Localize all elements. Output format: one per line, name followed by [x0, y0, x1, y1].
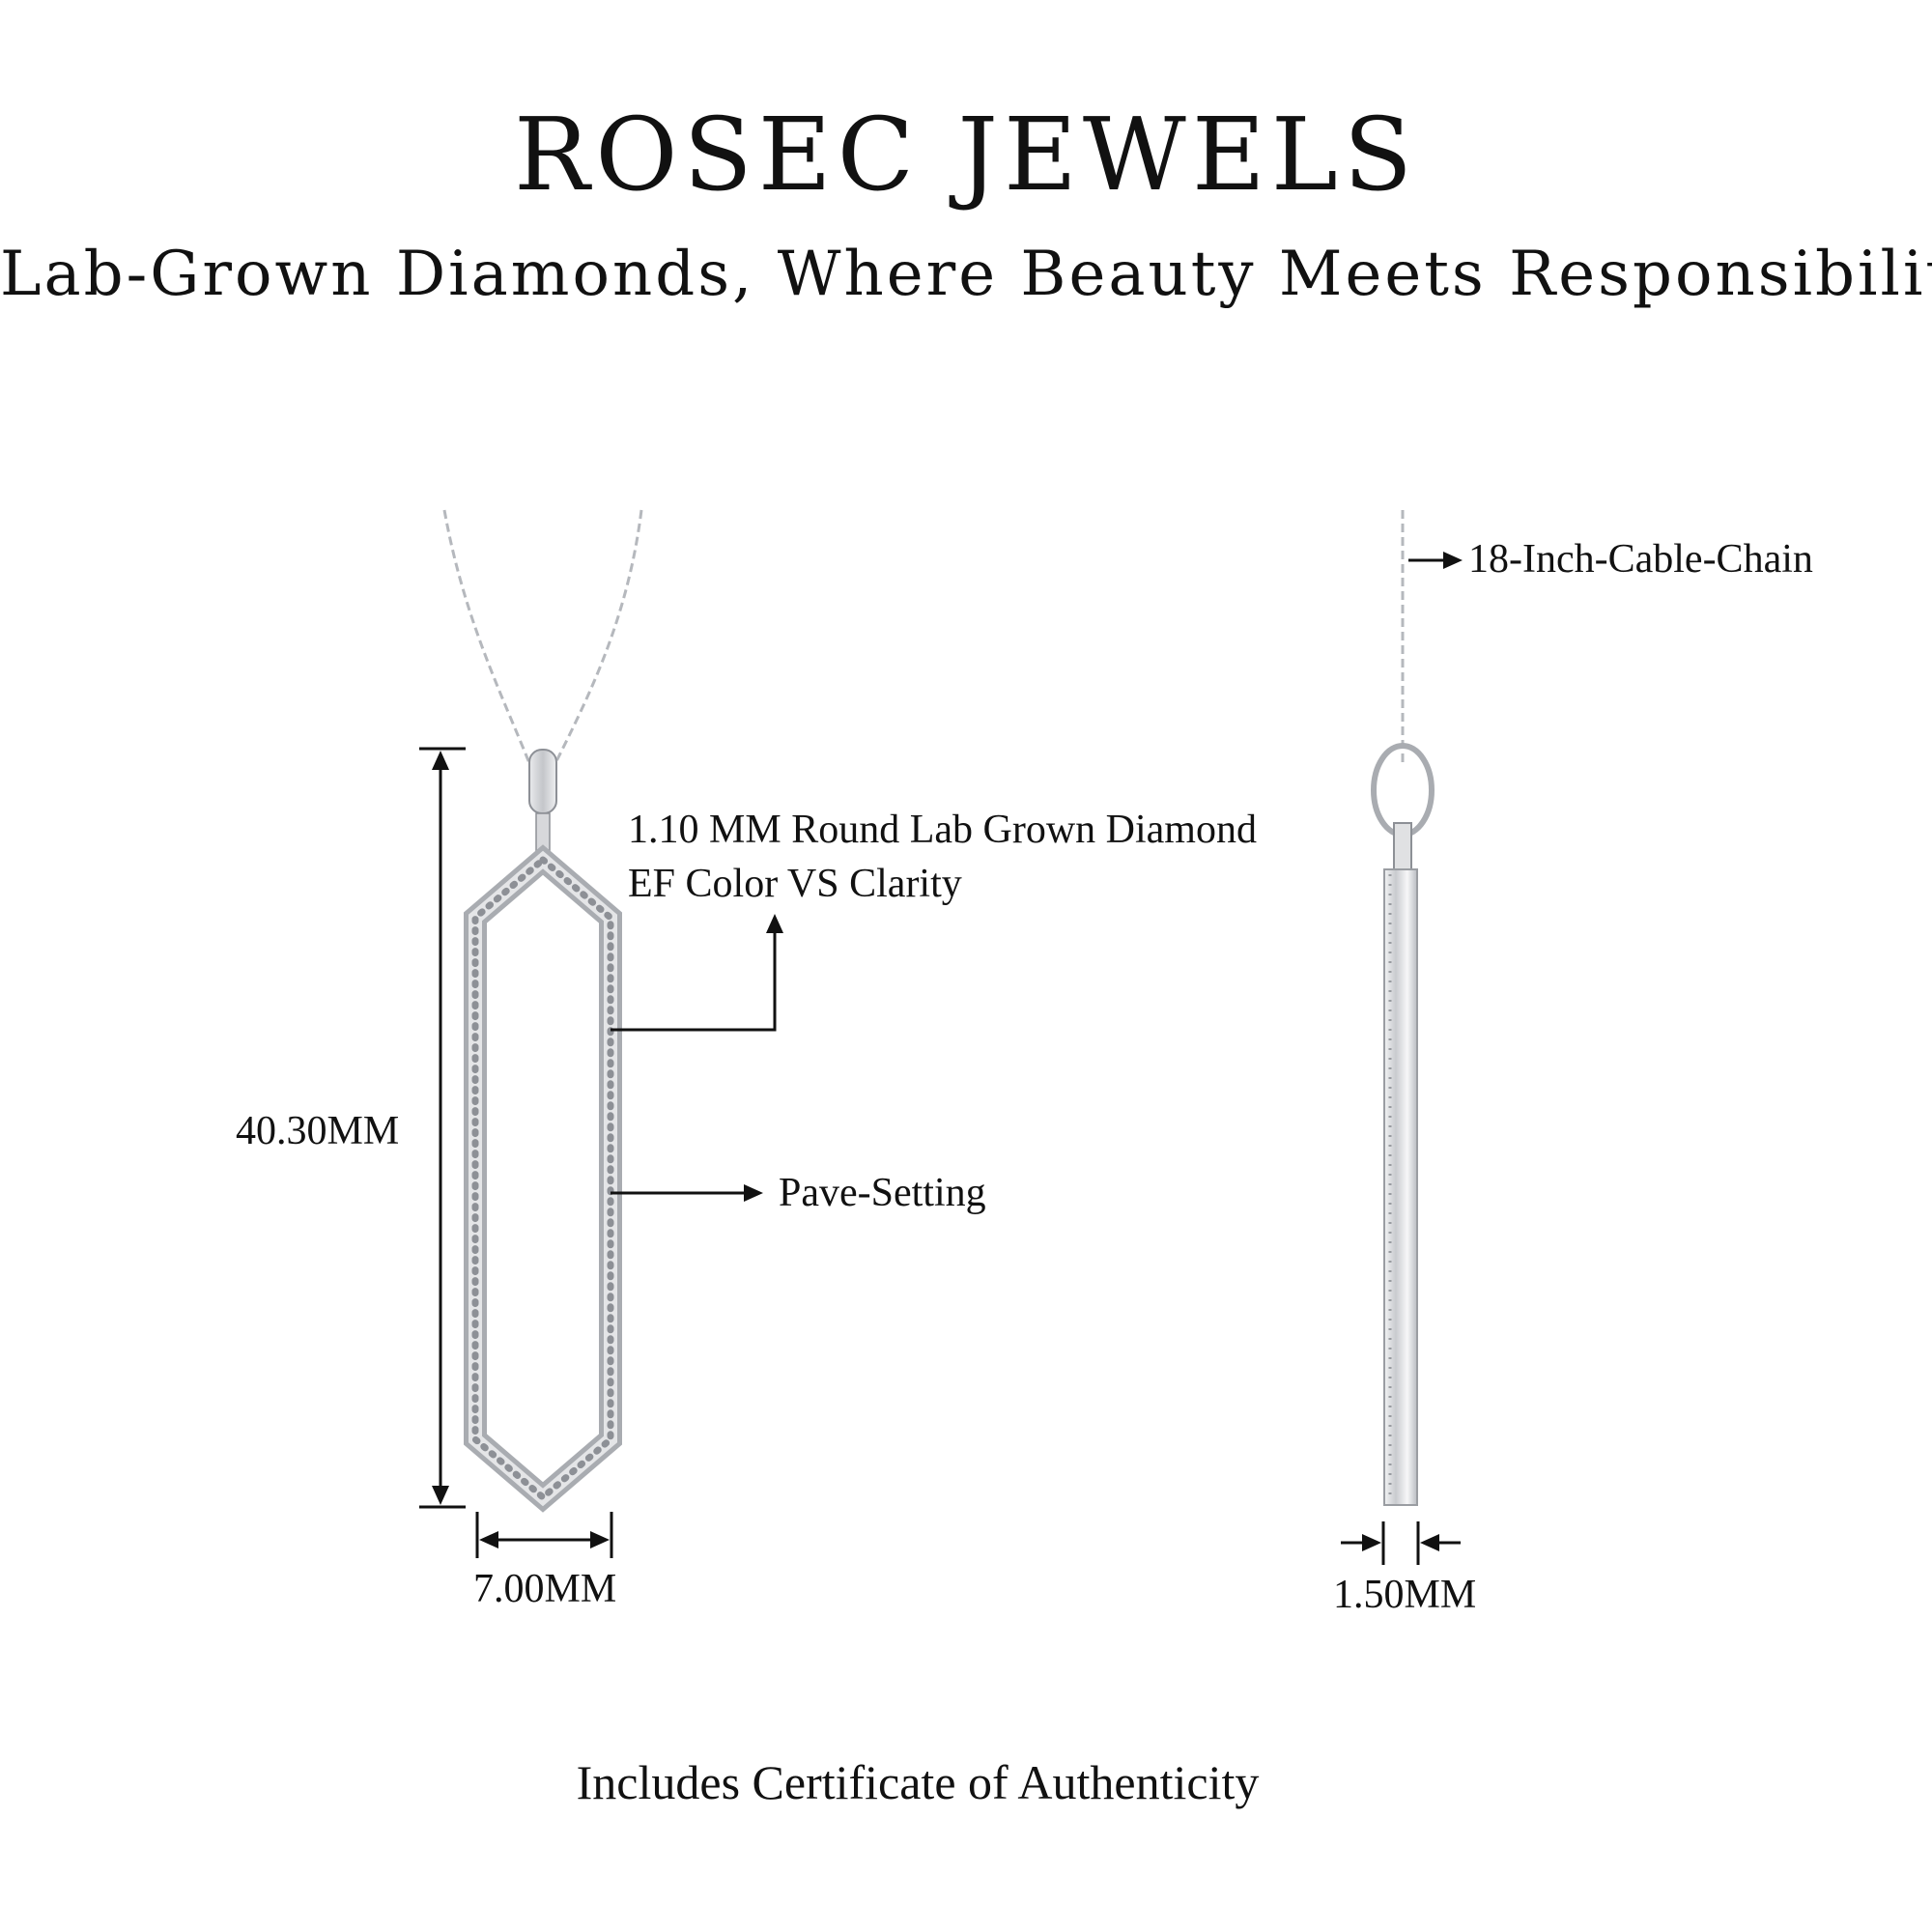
width-label: 7.00MM [473, 1567, 617, 1611]
width-dimension [475, 1512, 613, 1558]
front-view-pendant [442, 509, 643, 1513]
chain-callout-arrow [1408, 552, 1463, 569]
side-view-pendant [1371, 510, 1435, 1506]
stone-spec-line2: EF Color VS Clarity [628, 862, 962, 906]
certificate-note: Includes Certificate of Authenticity [576, 1755, 1260, 1809]
hexagon-frame [464, 844, 622, 1513]
thickness-dimension [1341, 1521, 1461, 1565]
side-pendant-body [1383, 868, 1418, 1506]
stone-callout-arrow [611, 914, 783, 1032]
brand-title: ROSEC JEWELS [513, 96, 1419, 213]
height-label: 40.30MM [236, 1109, 400, 1153]
height-dimension [419, 747, 466, 1509]
setting-callout-arrow [611, 1184, 763, 1202]
side-connector [1393, 822, 1412, 870]
stone-spec-line1: 1.10 MM Round Lab Grown Diamond [628, 808, 1257, 852]
front-chain [442, 509, 643, 764]
setting-label: Pave-Setting [779, 1171, 986, 1215]
tagline: Lab-Grown Diamonds, Where Beauty Meets R… [0, 239, 1932, 310]
chain-label: 18-Inch-Cable-Chain [1468, 537, 1813, 582]
front-bail [528, 749, 557, 853]
thickness-label: 1.50MM [1333, 1573, 1477, 1617]
